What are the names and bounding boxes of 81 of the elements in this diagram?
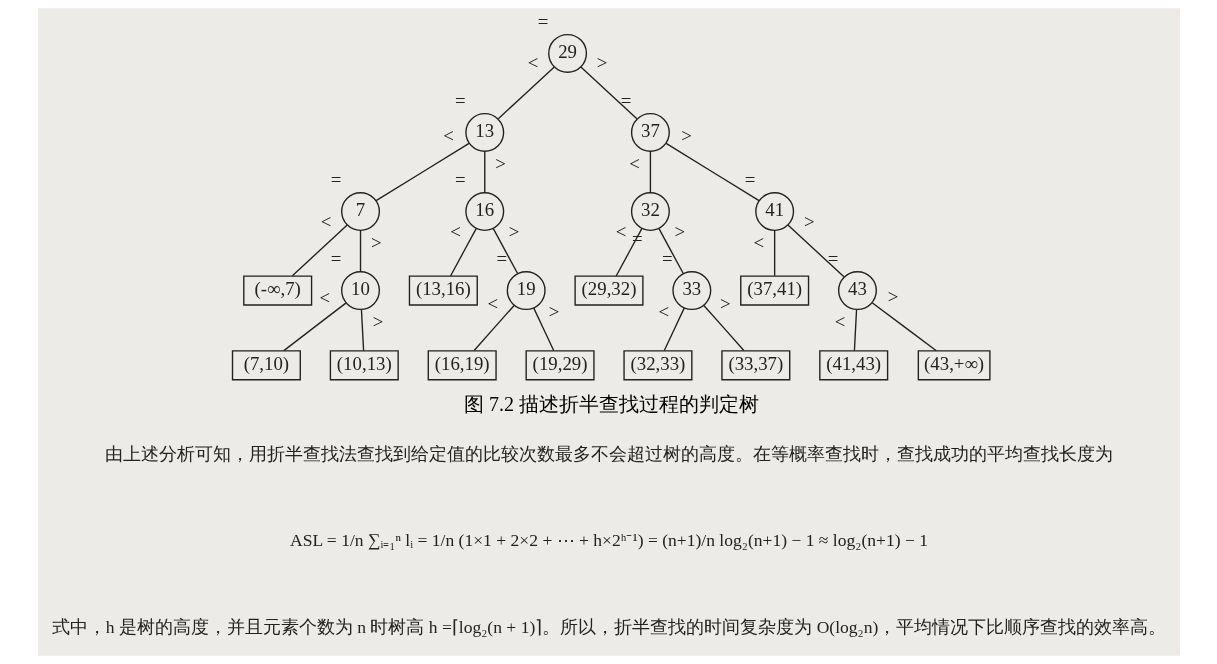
node-circle: 16 bbox=[464, 192, 504, 232]
node-box: (43,+∞) bbox=[917, 350, 991, 381]
edge-label: < bbox=[615, 221, 626, 243]
edge-label: < bbox=[527, 52, 538, 74]
node-circle: 43 bbox=[837, 271, 877, 311]
edge-label: < bbox=[658, 301, 669, 323]
caption: 图 7.2 描述折半查找过程的判定树 bbox=[463, 392, 759, 415]
node-box: (13,16) bbox=[408, 275, 478, 306]
node-circle: 10 bbox=[340, 271, 380, 311]
label: ASL = 1/n ∑ᵢ₌₁ⁿ lᵢ = 1/n (1×1 + 2×2 + ⋯ + h×2ʰ⁻¹) = (n+1)/n log₂(n+1) − 1 ≈ log₂(n+1) − 1 bbox=[289, 530, 928, 551]
node-circle: 32 bbox=[630, 192, 670, 232]
node-label: = bbox=[330, 248, 341, 270]
node-box: (10,13) bbox=[329, 350, 399, 381]
edge-label: < bbox=[486, 292, 498, 314]
connector bbox=[664, 142, 760, 202]
node-box: (-∞,7) bbox=[242, 275, 312, 306]
connector bbox=[472, 304, 515, 352]
node-label: = bbox=[454, 169, 466, 191]
edge-label: < bbox=[320, 210, 331, 232]
node-label: = bbox=[827, 248, 838, 270]
edge-label: < bbox=[319, 286, 330, 308]
node-label: = bbox=[744, 169, 755, 191]
edge-label: < bbox=[834, 310, 845, 332]
node-circle: 7 bbox=[340, 192, 380, 232]
edge-label: < bbox=[442, 124, 454, 146]
edge-label: > bbox=[508, 221, 519, 243]
connector bbox=[663, 307, 685, 352]
edge-label: > bbox=[673, 221, 685, 243]
label: 式中，h 是树的高度，并且元素个数为 n 时树高 h =⌈log₂(n + 1)⌉。所以，折半查找的时间复杂度为 O(log₂n)，平均情况下比顺序查找的效率高。 bbox=[51, 616, 1166, 637]
connector bbox=[374, 142, 470, 202]
connector bbox=[492, 227, 518, 275]
node-box: (32,33) bbox=[622, 350, 693, 381]
node-circle: 33 bbox=[671, 271, 711, 311]
connector bbox=[649, 150, 651, 194]
node-label: = bbox=[495, 248, 507, 270]
edge-label: > bbox=[887, 286, 898, 308]
node-box: (29,32) bbox=[573, 275, 644, 306]
edge-label: < bbox=[628, 153, 640, 175]
node-box: (33,37) bbox=[720, 350, 790, 381]
connector bbox=[532, 307, 554, 352]
node-label: = bbox=[620, 90, 631, 112]
edge-label: < bbox=[752, 232, 764, 254]
connector bbox=[853, 309, 857, 352]
connector bbox=[615, 227, 643, 277]
connector bbox=[359, 229, 361, 273]
edge-label: < bbox=[449, 221, 461, 243]
edge-label: > bbox=[548, 301, 559, 323]
connector bbox=[870, 302, 937, 352]
node-circle: 29 bbox=[547, 33, 587, 73]
connector bbox=[579, 66, 638, 120]
connector bbox=[497, 66, 555, 120]
edge-label: > bbox=[370, 232, 382, 254]
node-circle: 19 bbox=[506, 271, 546, 311]
edge-label: > bbox=[596, 52, 607, 74]
edge-label: > bbox=[372, 310, 383, 332]
connector bbox=[483, 150, 485, 194]
connector bbox=[360, 309, 364, 352]
node-label: = bbox=[454, 90, 466, 112]
connector bbox=[773, 229, 775, 277]
connector bbox=[449, 227, 477, 277]
edge-label: > bbox=[803, 210, 815, 232]
connector bbox=[702, 304, 745, 352]
edge-label: > bbox=[719, 292, 731, 314]
edge-label: > bbox=[494, 153, 506, 175]
node-box: (7,10) bbox=[231, 350, 301, 381]
connector bbox=[786, 224, 845, 278]
connector bbox=[282, 302, 346, 352]
node-box: (41,43) bbox=[818, 350, 888, 381]
node-label: = bbox=[537, 11, 548, 33]
node-circle: 41 bbox=[754, 192, 794, 232]
node-circle: 37 bbox=[630, 112, 670, 152]
node-circle: 13 bbox=[464, 112, 504, 152]
node-box: (37,41) bbox=[739, 275, 809, 306]
connector bbox=[291, 224, 348, 277]
label: 由上述分析可知，用折半查找法查找到给定值的比较次数最多不会超过树的高度。在等概率查找时，查找成功的平均查找长度为 bbox=[104, 443, 1113, 464]
connector bbox=[657, 227, 684, 275]
node-label: = bbox=[661, 248, 673, 270]
node-box: (19,29) bbox=[524, 350, 595, 381]
node-label: = bbox=[330, 169, 341, 191]
node-box: (16,19) bbox=[427, 350, 497, 381]
edge-label: > bbox=[680, 124, 692, 146]
